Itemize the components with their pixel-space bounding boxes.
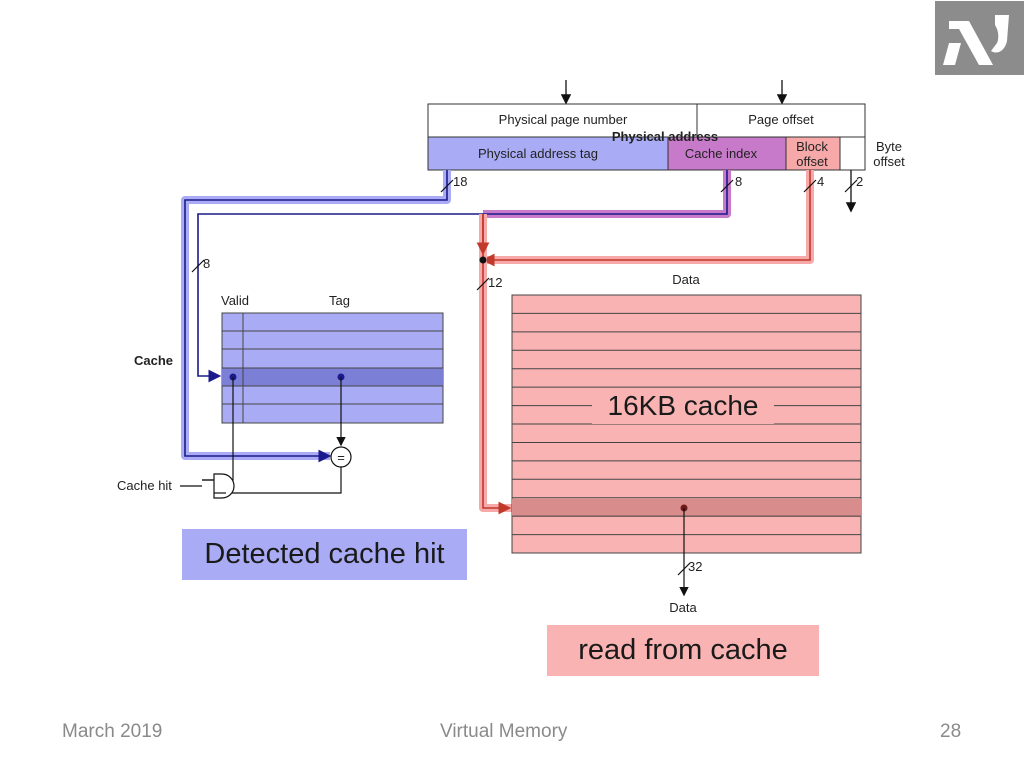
- byte-offset-label-1: Byte: [876, 139, 902, 154]
- slash-data-out: [677, 562, 691, 576]
- index-path-highlight: [483, 170, 731, 218]
- slash-data-index: [476, 277, 490, 291]
- physical-address-label: Physical address: [612, 129, 718, 144]
- tag-array-rows: [222, 313, 443, 423]
- block-offset-label-2: offset: [796, 154, 828, 169]
- slash-byte: [844, 179, 858, 193]
- comparator-symbol: =: [337, 450, 345, 465]
- block-path: [481, 170, 811, 267]
- slash-block: [803, 179, 817, 193]
- physical-page-number-field: [427, 103, 698, 138]
- width-block: 4: [817, 174, 824, 189]
- physical-address-tag-field: [427, 136, 669, 171]
- logo-icon: [943, 15, 1009, 65]
- cache-size-label-bg: [592, 388, 774, 424]
- valid-header: Valid: [221, 293, 249, 308]
- data-array-rows: [512, 312, 861, 536]
- footer-page-number: 28: [940, 721, 962, 742]
- cache-index-field: [667, 136, 787, 171]
- byte-offset-label-2: offset: [873, 154, 905, 169]
- width-byte: 2: [856, 174, 863, 189]
- width-tag-index: 8: [203, 256, 210, 271]
- cache-label: Cache: [134, 353, 173, 368]
- footer-title: Virtual Memory: [440, 721, 568, 742]
- footer-date: March 2019: [62, 721, 163, 742]
- index-path-to-tags: [197, 170, 728, 383]
- block-offset-label-1: Block: [796, 139, 828, 154]
- slash-tag-index: [191, 259, 205, 273]
- width-tag: 18: [453, 174, 467, 189]
- comparator-to-and: [226, 466, 342, 494]
- cache-hit-label: Cache hit: [117, 478, 172, 493]
- slash-tag: [440, 179, 454, 193]
- data-header: Data: [672, 272, 700, 287]
- physical-address-tag-label: Physical address tag: [478, 146, 598, 161]
- comparator: [330, 446, 352, 468]
- page-offset-field: [696, 103, 866, 138]
- junction-dot: [479, 256, 487, 264]
- detected-cache-hit-callout: Detected cache hit: [182, 529, 467, 580]
- tag-header: Tag: [329, 293, 350, 308]
- tag-array-selected-row: [222, 368, 443, 386]
- logo: [935, 1, 1024, 75]
- data-index-path: [482, 214, 512, 515]
- width-data-out: 32: [688, 559, 702, 574]
- width-data-index: 12: [488, 275, 502, 290]
- width-index: 8: [735, 174, 742, 189]
- physical-page-number-label: Physical page number: [499, 112, 628, 127]
- slash-index: [720, 179, 734, 193]
- cache-index-label: Cache index: [685, 146, 758, 161]
- page-offset-label: Page offset: [748, 112, 814, 127]
- cache-size-label: 16KB cache: [608, 390, 759, 421]
- read-from-cache-callout: read from cache: [547, 625, 819, 676]
- data-out-label: Data: [669, 600, 697, 615]
- byte-offset-field: [839, 136, 866, 171]
- and-gate: [213, 473, 235, 499]
